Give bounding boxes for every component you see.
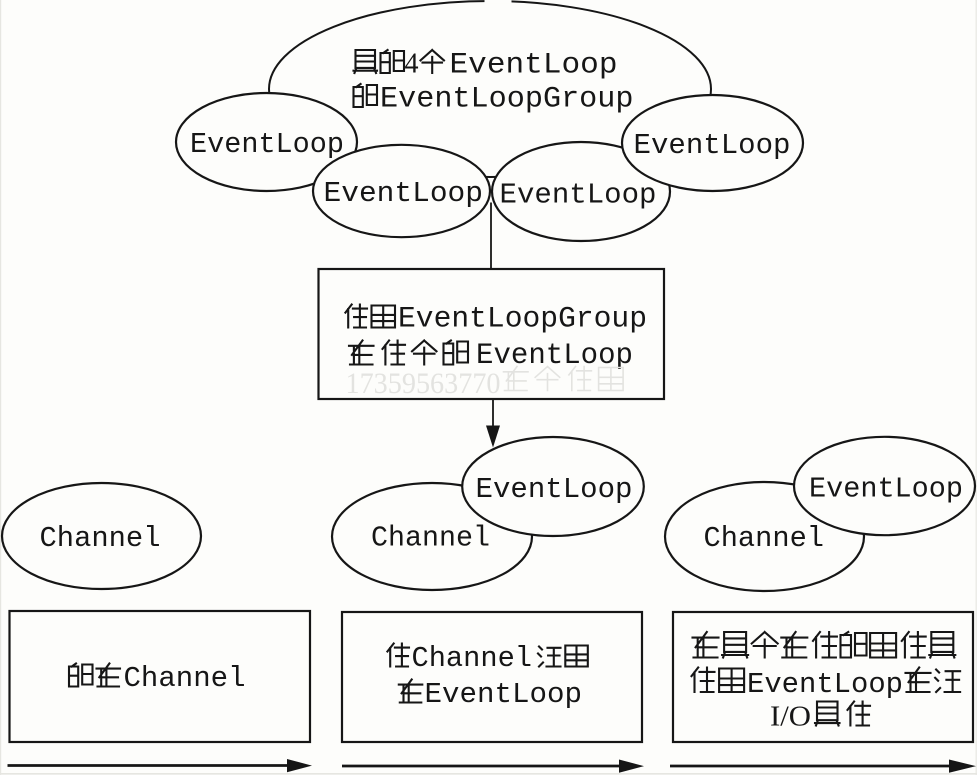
svg-text:Channel: Channel [371, 522, 490, 555]
svg-text:4: 4 [405, 49, 419, 80]
svg-text:EventLoop: EventLoop [809, 473, 963, 506]
svg-text:EventLoop: EventLoop [747, 668, 903, 701]
svg-text:EventLoopGroup: EventLoopGroup [398, 303, 647, 337]
svg-text:EventLoop: EventLoop [476, 473, 633, 506]
svg-text:EventLoop: EventLoop [450, 49, 618, 83]
svg-text:EventLoopGroup: EventLoopGroup [380, 83, 634, 117]
svg-text:EventLoop: EventLoop [190, 128, 344, 161]
svg-text:Channel: Channel [704, 522, 825, 555]
svg-text:EventLoop: EventLoop [425, 678, 583, 711]
svg-text:Channel: Channel [412, 642, 533, 675]
svg-text:I/O: I/O [770, 701, 811, 733]
svg-text:EventLoop: EventLoop [634, 129, 791, 162]
svg-text:EventLoop: EventLoop [500, 179, 657, 212]
svg-text:Channel: Channel [124, 662, 246, 695]
svg-text:EventLoop: EventLoop [324, 177, 484, 210]
svg-text:Channel: Channel [40, 522, 161, 555]
svg-text:17359563770: 17359563770 [346, 367, 501, 400]
